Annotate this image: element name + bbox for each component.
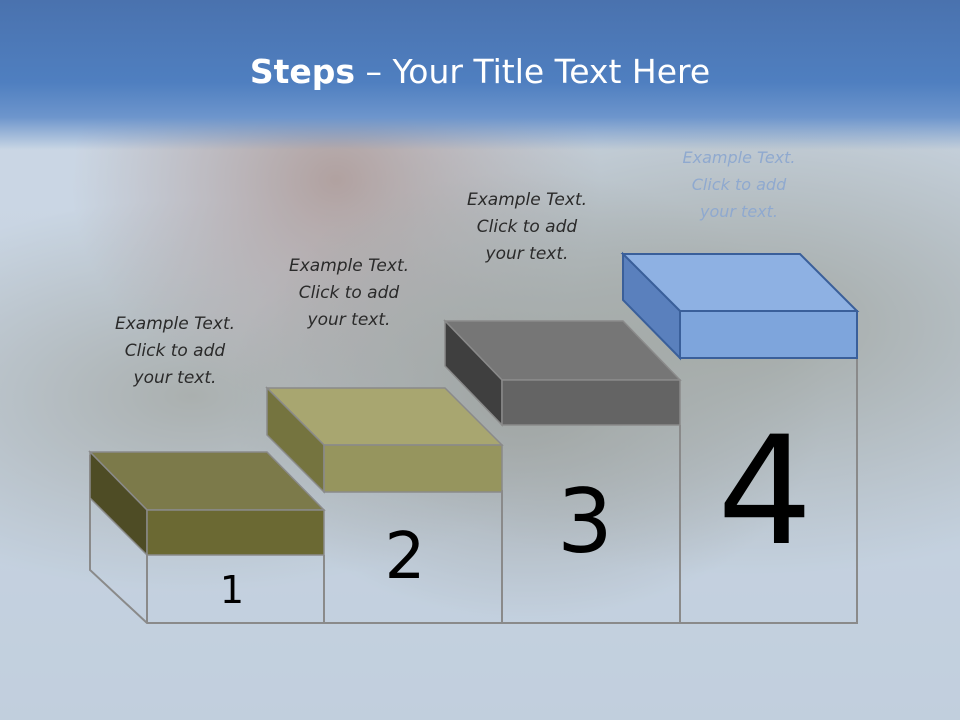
step-2-block[interactable] xyxy=(265,386,504,494)
step-1-number: 1 xyxy=(219,568,245,612)
step-3-caption-line2: Click to add xyxy=(476,217,578,237)
staircase-outline xyxy=(89,358,858,624)
step-2-caption-line1: Example Text. xyxy=(288,256,410,276)
step-1-caption-line3: your text. xyxy=(133,368,217,388)
step-1-caption-line2: Click to add xyxy=(124,341,226,361)
step-1-block[interactable] xyxy=(88,450,326,557)
step-1-caption-line1: Example Text. xyxy=(114,314,236,334)
step-3-front xyxy=(501,379,681,426)
step-3-caption-line1: Example Text. xyxy=(466,190,588,210)
step-2-caption-line3: your text. xyxy=(307,310,391,330)
step-3-caption-line3: your text. xyxy=(485,244,569,264)
step-3-caption[interactable]: Example Text. Click to add your text. xyxy=(442,187,612,268)
step-2-caption[interactable]: Example Text. Click to add your text. xyxy=(264,253,434,334)
slide-title[interactable]: Steps – Your Title Text Here xyxy=(0,52,960,91)
step-4-front xyxy=(679,310,858,359)
step-4-caption-line1: Example Text. xyxy=(682,148,796,167)
step-4-number: 4 xyxy=(717,405,813,579)
step-4-block[interactable] xyxy=(620,251,860,361)
step-3-block[interactable] xyxy=(443,319,682,427)
step-2-caption-line2: Click to add xyxy=(298,283,400,303)
slide-title-bold: Steps xyxy=(249,52,356,91)
step-2-front xyxy=(323,444,503,493)
step-4-caption[interactable]: Example Text. Click to add your text. xyxy=(654,144,824,225)
step-1-front xyxy=(146,509,325,556)
slide-title-rest: – Your Title Text Here xyxy=(355,52,711,91)
step-4-caption-line2: Click to add xyxy=(691,175,787,194)
step-1-caption[interactable]: Example Text. Click to add your text. xyxy=(90,311,260,392)
title-band xyxy=(0,0,960,150)
step-4-outline xyxy=(680,358,858,624)
step-4-caption-line3: your text. xyxy=(699,202,778,221)
step-3-number: 3 xyxy=(557,470,613,573)
step-2-number: 2 xyxy=(384,520,426,594)
